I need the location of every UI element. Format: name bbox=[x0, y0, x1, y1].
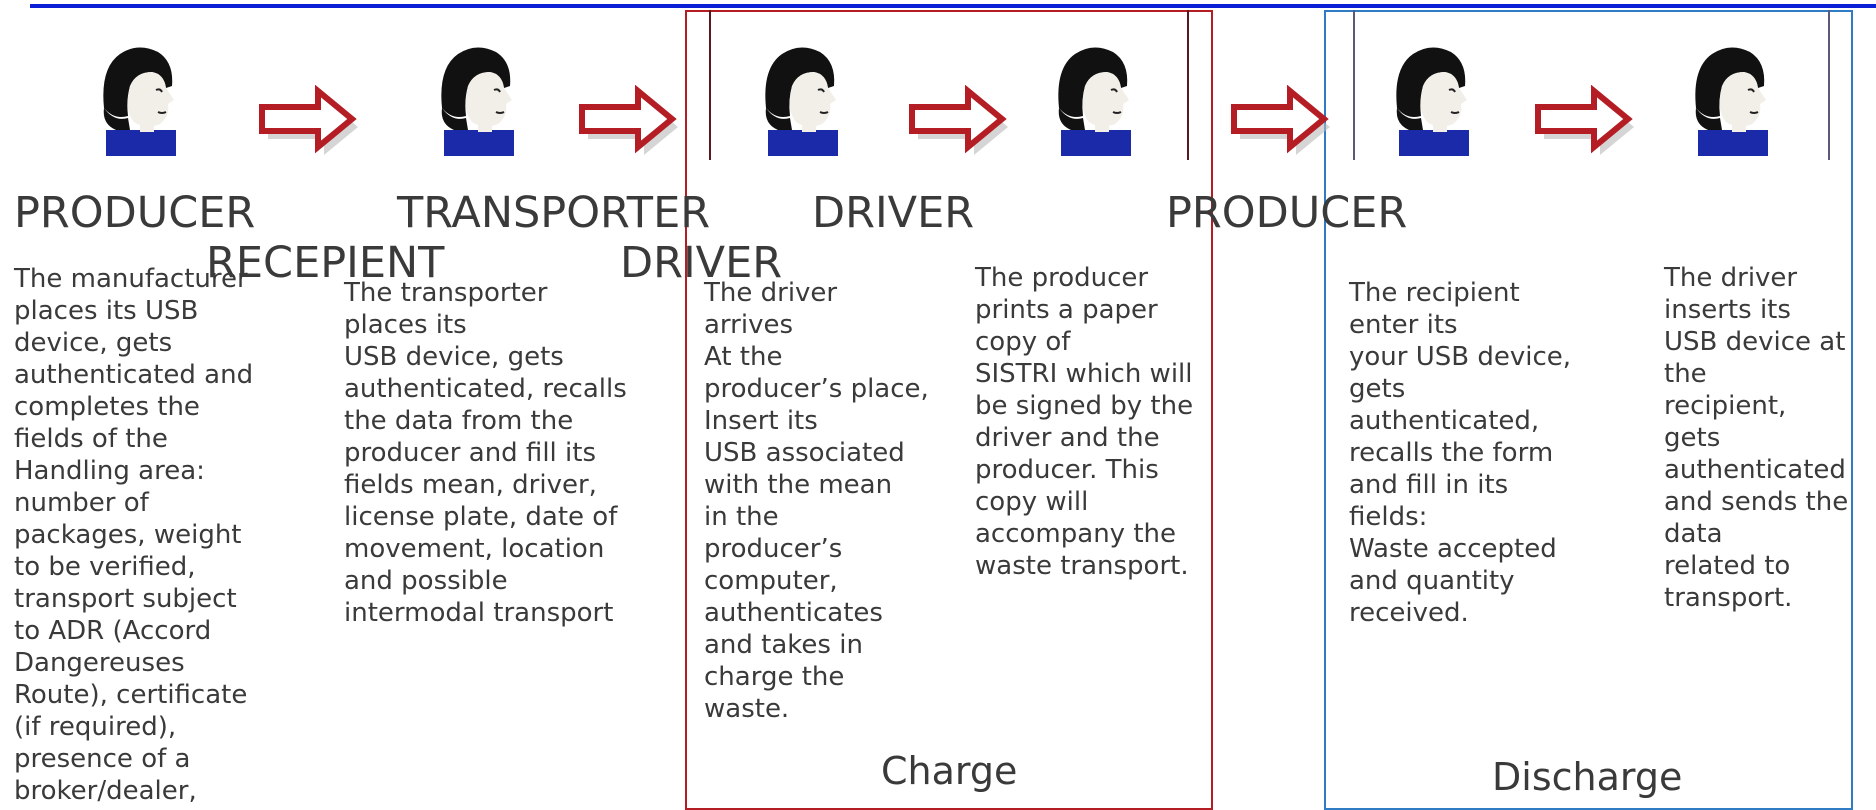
role-label-driver: DRIVER bbox=[620, 238, 783, 288]
right-arrow-icon bbox=[1228, 85, 1334, 155]
right-arrow-icon bbox=[1532, 85, 1638, 155]
top-blue-line bbox=[30, 4, 1876, 8]
person-icon bbox=[424, 38, 528, 158]
right-arrow-icon bbox=[906, 85, 1012, 155]
person-icon bbox=[748, 38, 852, 158]
discharge-frame bbox=[1324, 10, 1853, 810]
role-label-producer: PRODUCER bbox=[1166, 188, 1408, 238]
person-icon bbox=[86, 38, 190, 158]
role-label-transporter: TRANSPORTER bbox=[397, 188, 711, 238]
description-driver-arrives: The driver arrives At the producer’s pla… bbox=[704, 278, 929, 724]
description-producer: The manufacturer places its USB device, … bbox=[14, 264, 254, 806]
charge-label: Charge bbox=[881, 749, 1018, 793]
divider-line bbox=[1353, 10, 1355, 160]
description-driver-inserts: The driver inserts its USB device at the… bbox=[1664, 263, 1849, 613]
description-transporter: The transporter places its USB device, g… bbox=[344, 278, 627, 628]
discharge-label: Discharge bbox=[1492, 755, 1683, 799]
divider-line bbox=[709, 10, 711, 160]
right-arrow-icon bbox=[256, 85, 362, 155]
role-label-driver: DRIVER bbox=[812, 188, 975, 238]
person-icon bbox=[1041, 38, 1145, 158]
person-icon bbox=[1379, 38, 1483, 158]
description-producer-prints: The producer prints a paper copy of SIST… bbox=[975, 263, 1194, 581]
role-label-recepient: RECEPIENT bbox=[206, 238, 445, 288]
description-recipient: The recipient enter its your USB device,… bbox=[1349, 278, 1572, 628]
role-label-producer: PRODUCER bbox=[14, 188, 256, 238]
divider-line bbox=[1828, 10, 1830, 160]
charge-frame bbox=[685, 10, 1213, 810]
right-arrow-icon bbox=[576, 85, 682, 155]
person-icon bbox=[1678, 38, 1782, 158]
divider-line bbox=[1187, 10, 1189, 160]
